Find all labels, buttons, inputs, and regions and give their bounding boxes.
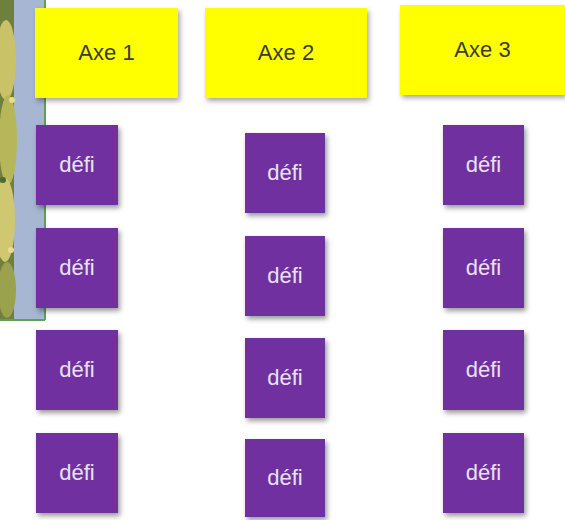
challenge-label: défi — [466, 357, 501, 383]
challenge-label: défi — [267, 263, 302, 289]
challenge-box: défi — [245, 439, 325, 517]
challenge-box: défi — [36, 125, 118, 205]
challenge-box: défi — [443, 433, 524, 513]
challenge-label: défi — [59, 357, 94, 383]
challenge-label: défi — [267, 365, 302, 391]
axis-header: Axe 1 — [35, 8, 178, 98]
challenge-box: défi — [443, 228, 524, 308]
challenge-label: défi — [466, 152, 501, 178]
challenge-box: défi — [36, 330, 118, 410]
challenge-box: défi — [36, 228, 118, 308]
axis-label: Axe 2 — [258, 40, 314, 66]
challenge-box: défi — [245, 236, 325, 316]
axis-header: Axe 3 — [400, 5, 565, 95]
challenge-label: défi — [267, 160, 302, 186]
challenge-label: défi — [466, 255, 501, 281]
challenge-box: défi — [245, 133, 325, 213]
challenge-label: défi — [267, 465, 302, 491]
challenge-label: défi — [466, 460, 501, 486]
challenge-box: défi — [443, 330, 524, 410]
challenge-label: défi — [59, 152, 94, 178]
axis-label: Axe 3 — [454, 37, 510, 63]
axis-label: Axe 1 — [78, 40, 134, 66]
challenge-box: défi — [245, 338, 325, 418]
challenge-label: défi — [59, 460, 94, 486]
challenge-label: défi — [59, 255, 94, 281]
challenge-box: défi — [443, 125, 524, 205]
challenge-box: défi — [36, 433, 118, 513]
axis-header: Axe 2 — [205, 8, 367, 98]
